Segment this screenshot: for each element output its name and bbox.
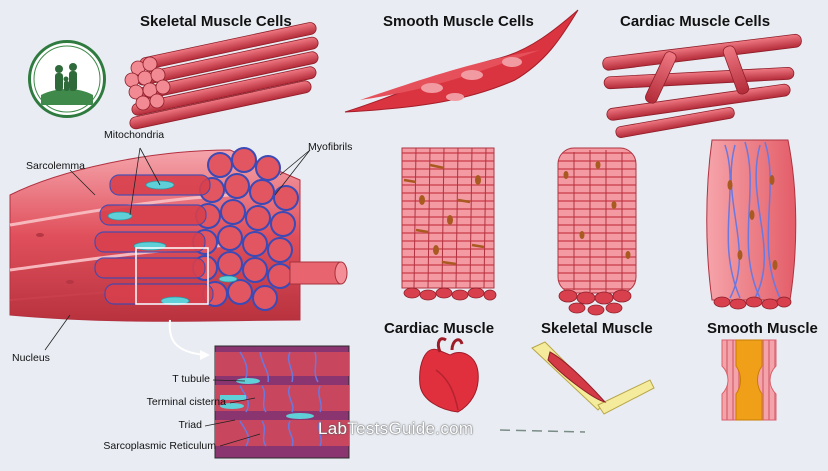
smooth-muscle-title: Smooth Muscle xyxy=(707,320,818,337)
skeletal-muscle-cells-illustration xyxy=(124,22,319,130)
labtestsguide-logo xyxy=(28,40,106,118)
skeletal-muscle-tissue-block xyxy=(557,147,637,316)
watermark-dashed-line xyxy=(499,429,586,433)
arm-skeletal-muscle-illustration xyxy=(531,341,655,415)
family-icon xyxy=(33,45,101,113)
watermark-text: LabTestsGuide.com xyxy=(318,419,474,438)
sarcolemma-label: Sarcolemma xyxy=(26,160,85,172)
sarcoplasmic-reticulum-label: Sarcoplasmic Reticulum xyxy=(103,440,216,452)
cardiac-muscle-title: Cardiac Muscle xyxy=(384,320,495,337)
smooth-muscle-tissue-block xyxy=(706,139,797,310)
terminal-cisterna-label: Terminal cisterna xyxy=(146,396,226,408)
smooth-muscle-cells-illustration xyxy=(344,9,579,113)
smooth-muscle-tube-illustration xyxy=(721,339,777,421)
skeletal-muscle-title: Skeletal Muscle xyxy=(541,320,653,337)
sarcoplasmic-reticulum-inset xyxy=(214,345,350,459)
cardiac-muscle-cells-title: Cardiac Muscle Cells xyxy=(620,13,771,30)
myofibrils-label: Myofibrils xyxy=(308,141,353,153)
t-tubule-label: T tubule xyxy=(172,373,210,385)
cardiac-muscle-tissue-block xyxy=(401,147,497,301)
zoom-arrow xyxy=(168,319,206,356)
smooth-muscle-cells-title: Smooth Muscle Cells xyxy=(383,13,534,30)
triad-label: Triad xyxy=(178,419,202,431)
label-leader-lines xyxy=(44,147,311,447)
mitochondria-label: Mitochondria xyxy=(104,129,165,141)
nucleus-label: Nucleus xyxy=(12,352,50,364)
cardiac-muscle-cells-illustration xyxy=(602,33,802,138)
skeletal-muscle-cells-title: Skeletal Muscle Cells xyxy=(140,13,292,30)
heart-illustration xyxy=(419,337,479,413)
zoom-arrowhead xyxy=(200,350,210,360)
skeletal-muscle-fiber-diagram xyxy=(9,147,348,322)
